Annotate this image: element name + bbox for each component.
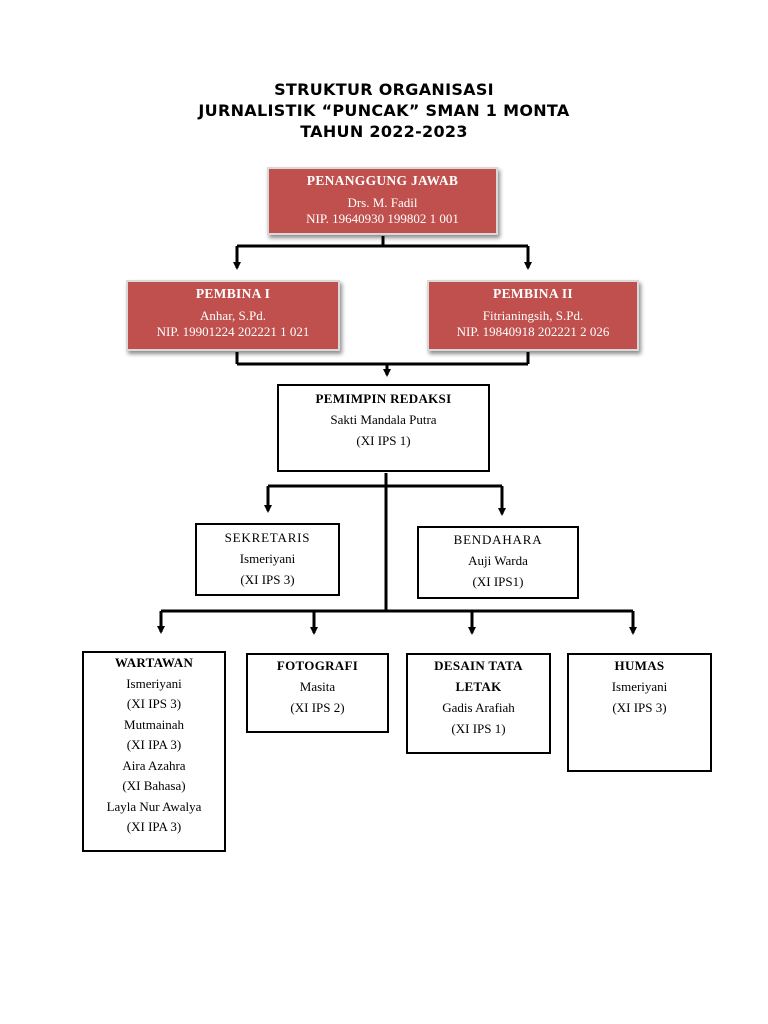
pembina-2-nip: NIP. 19840918 202221 2 026 [456, 324, 610, 339]
sekretaris-class: (XI IPS 3) [240, 572, 295, 587]
wartawan-box: WARTAWAN Ismeriyani (XI IPS 3) Mutmainah… [82, 651, 226, 852]
pembina-1-nip: NIP. 19901224 202221 1 021 [156, 324, 310, 339]
desain-tata-letak-role-line-2: LETAK [455, 679, 502, 694]
desain-tata-letak-class: (XI IPS 1) [451, 721, 506, 736]
desain-tata-letak-name: Gadis Arafiah [442, 700, 515, 715]
fotografi-box: FOTOGRAFI Masita (XI IPS 2) [246, 653, 389, 733]
bendahara-name: Auji Warda [468, 553, 528, 568]
pembina-1-box: PEMBINA I Anhar, S.Pd. NIP. 19901224 202… [126, 280, 340, 351]
pemimpin-redaksi-box: PEMIMPIN REDAKSI Sakti Mandala Putra (XI… [277, 384, 490, 472]
pemimpin-redaksi-role: PEMIMPIN REDAKSI [315, 391, 452, 406]
title-line-3: TAHUN 2022-2023 [300, 122, 468, 141]
wartawan-member-name: Ismeriyani [126, 675, 182, 691]
desain-tata-letak-role-line-1: DESAIN TATA [434, 658, 523, 673]
title-line-2: JURNALISTIK “PUNCAK” SMAN 1 MONTA [198, 101, 570, 120]
humas-role: HUMAS [614, 658, 665, 673]
pembina-1-name: Anhar, S.Pd. [200, 308, 266, 323]
humas-name: Ismeriyani [611, 679, 668, 694]
desain-tata-letak-box: DESAIN TATA LETAK Gadis Arafiah (XI IPS … [406, 653, 551, 754]
fotografi-role: FOTOGRAFI [276, 658, 359, 673]
wartawan-member-class: (XI IPA 3) [126, 819, 182, 834]
fotografi-name: Masita [299, 679, 336, 694]
penanggung-jawab-role: PENANGGUNG JAWAB [306, 173, 459, 188]
pembina-2-role: PEMBINA II [493, 286, 573, 301]
penanggung-jawab-nip: NIP. 19640930 199802 1 001 [306, 211, 459, 226]
sekretaris-box: SEKRETARIS Ismeriyani (XI IPS 3) [195, 523, 340, 596]
wartawan-member-name: Aira Azahra [122, 757, 186, 773]
wartawan-role: WARTAWAN [114, 655, 194, 670]
wartawan-member-class: (XI IPA 3) [126, 737, 182, 752]
humas-box: HUMAS Ismeriyani (XI IPS 3) [567, 653, 712, 772]
sekretaris-name: Ismeriyani [239, 551, 296, 566]
pemimpin-redaksi-class: (XI IPS 1) [356, 433, 411, 448]
sekretaris-role: SEKRETARIS [224, 530, 311, 545]
bendahara-class: (XI IPS1) [472, 574, 524, 589]
title-line-1: STRUKTUR ORGANISASI [274, 80, 494, 99]
fotografi-class: (XI IPS 2) [290, 700, 345, 715]
pembina-1-role: PEMBINA I [195, 286, 271, 301]
penanggung-jawab-box: PENANGGUNG JAWAB Drs. M. Fadil NIP. 1964… [267, 167, 498, 235]
pembina-2-box: PEMBINA II Fitrianingsih, S.Pd. NIP. 198… [427, 280, 639, 351]
wartawan-member-class: (XI IPS 3) [126, 696, 182, 711]
pembina-2-name: Fitrianingsih, S.Pd. [482, 308, 584, 323]
wartawan-member-name: Mutmainah [124, 716, 184, 732]
bendahara-box: BENDAHARA Auji Warda (XI IPS1) [417, 526, 579, 599]
wartawan-member-name: Layla Nur Awalya [106, 798, 202, 814]
humas-class: (XI IPS 3) [612, 700, 667, 715]
wartawan-member-class: (XI Bahasa) [122, 778, 186, 793]
bendahara-role: BENDAHARA [453, 532, 543, 547]
penanggung-jawab-name: Drs. M. Fadil [347, 195, 418, 210]
pemimpin-redaksi-name: Sakti Mandala Putra [330, 412, 437, 427]
